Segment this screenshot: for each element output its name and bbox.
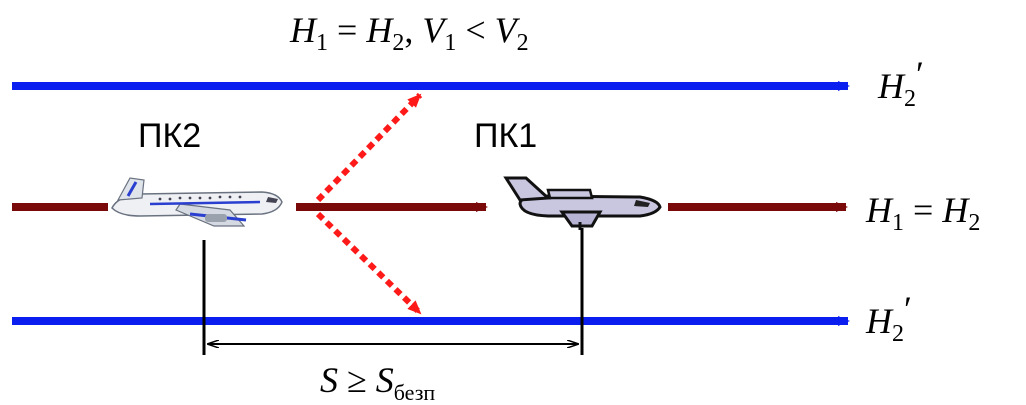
lower-level-label: H2′ bbox=[865, 289, 912, 347]
separation-label: S ≥ Sбезп bbox=[320, 360, 435, 405]
aircraft-label-pk1: ПК1 bbox=[474, 117, 537, 155]
middle-level-label: H1 = H2 bbox=[865, 190, 980, 236]
aircraft-label-pk2: ПК2 bbox=[138, 117, 201, 155]
upper-level-label: H2′ bbox=[877, 54, 924, 112]
descent-maneuver-arrow bbox=[318, 214, 420, 313]
title-formula: H1 = H2, V1 < V2 bbox=[289, 10, 529, 56]
climb-maneuver-arrow bbox=[318, 95, 420, 200]
jet-icon-pk1 bbox=[506, 178, 660, 230]
airliner-icon-pk2 bbox=[112, 178, 282, 226]
